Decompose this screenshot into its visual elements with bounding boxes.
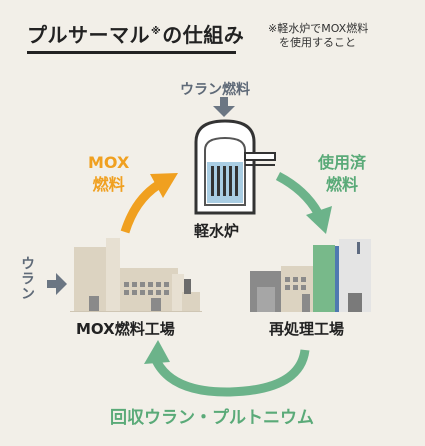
down-arrow-icon	[213, 97, 235, 117]
mox-fuel-arrow	[120, 173, 178, 234]
uranium-fuel-label: ウラン燃料	[180, 82, 250, 98]
factory-icon	[70, 238, 202, 312]
spent-fuel-arrow	[275, 172, 332, 234]
recovered-arrow	[144, 340, 310, 397]
reprocessing-plant-label: 再処理工場	[269, 320, 345, 338]
title-underline	[27, 51, 236, 54]
page-title: プルサーマル※の仕組み	[27, 23, 245, 47]
right-arrow-icon	[47, 273, 67, 295]
uranium-label: ウラン	[19, 256, 35, 301]
mox-fuel-plant-label: MOX燃料工場	[76, 320, 175, 338]
reactor-icon	[194, 119, 276, 215]
mox-fuel-label: MOX 燃料	[88, 153, 130, 194]
reactor-label: 軽水炉	[194, 222, 240, 240]
spent-fuel-label: 使用済 燃料	[318, 153, 367, 194]
reprocessing-plant-icon	[250, 239, 371, 312]
recovered-uranium-plutonium-label: 回収ウラン・プルトニウム	[110, 408, 314, 428]
footnote: ※軽水炉でMOX燃料 を使用すること	[268, 22, 369, 49]
